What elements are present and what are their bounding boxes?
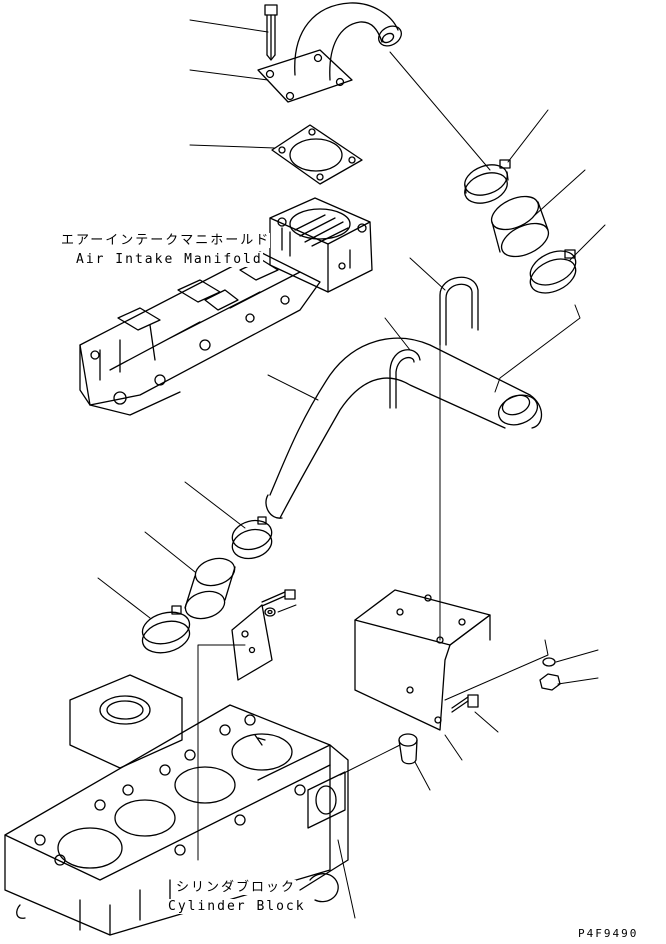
bolt-bracket xyxy=(452,695,478,712)
hose-lower xyxy=(182,554,237,622)
small-bolt xyxy=(262,590,295,606)
hose-upper xyxy=(486,190,553,264)
air-intake-manifold-label-jp: エアーインテークマニホールド xyxy=(61,233,271,248)
hose-clamp-upper xyxy=(461,159,512,208)
detail-mark xyxy=(255,735,265,745)
air-intake-manifold-label-en: Air Intake Manifold xyxy=(76,252,263,267)
hose-clamp-lower-1 xyxy=(229,516,275,562)
intake-pipe xyxy=(266,338,542,518)
hose-clamp-lower-2 xyxy=(139,606,193,658)
drawing-code: P4F9490 xyxy=(578,927,639,940)
mounting-bolt-top xyxy=(265,5,277,60)
nut-washer-right xyxy=(540,658,560,690)
hose-clamp-middle xyxy=(525,244,581,299)
gasket xyxy=(272,125,362,184)
leader-lines xyxy=(98,20,605,918)
u-bolt-lower xyxy=(390,350,420,408)
air-intake-manifold xyxy=(80,198,372,415)
intake-elbow-pipe xyxy=(258,3,405,102)
spacer-collar xyxy=(399,734,417,764)
washer xyxy=(265,608,275,616)
u-bolt-upper xyxy=(440,277,478,345)
mounting-bracket xyxy=(355,590,490,730)
cylinder-block-label-en: Cylinder Block xyxy=(168,899,306,914)
cylinder-block xyxy=(5,675,348,935)
cylinder-block-label-jp: シリンダブロック xyxy=(176,880,297,895)
bracket-plate xyxy=(232,605,272,680)
